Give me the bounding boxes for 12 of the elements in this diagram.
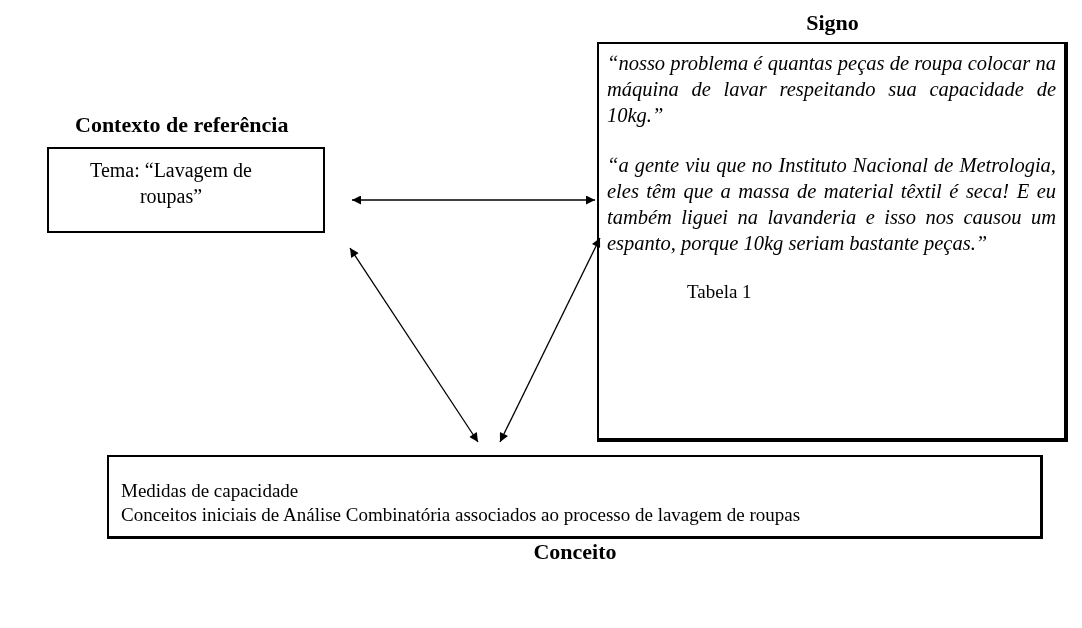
body-text: Medidas de capacidade — [121, 479, 300, 503]
body-text: Tema: “Lavagem de roupas” — [89, 158, 253, 209]
body-text: Tabela 1 — [686, 280, 753, 305]
heading: Signo — [806, 10, 859, 37]
double-arrow — [499, 237, 601, 443]
double-arrow — [351, 195, 596, 205]
double-arrow — [349, 247, 479, 443]
heading: Conceito — [533, 539, 617, 566]
heading: Contexto de referência — [75, 112, 289, 139]
body-text: “a gente viu que no Instituto Nacional de Metrologia, eles têm que a massa de material têxtil é seca! E eu também liguei na lavanderia e isso nos causou um espanto, porque 10kg seriam bastante peças.” — [607, 153, 1056, 257]
body-text: “nosso problema é quantas peças de roupa colocar na máquina de lavar respeitando sua capacidade de 10kg.” — [607, 51, 1056, 129]
body-text: Conceitos iniciais de Análise Combinatória associados ao processo de lavagem de roupas — [121, 502, 802, 527]
